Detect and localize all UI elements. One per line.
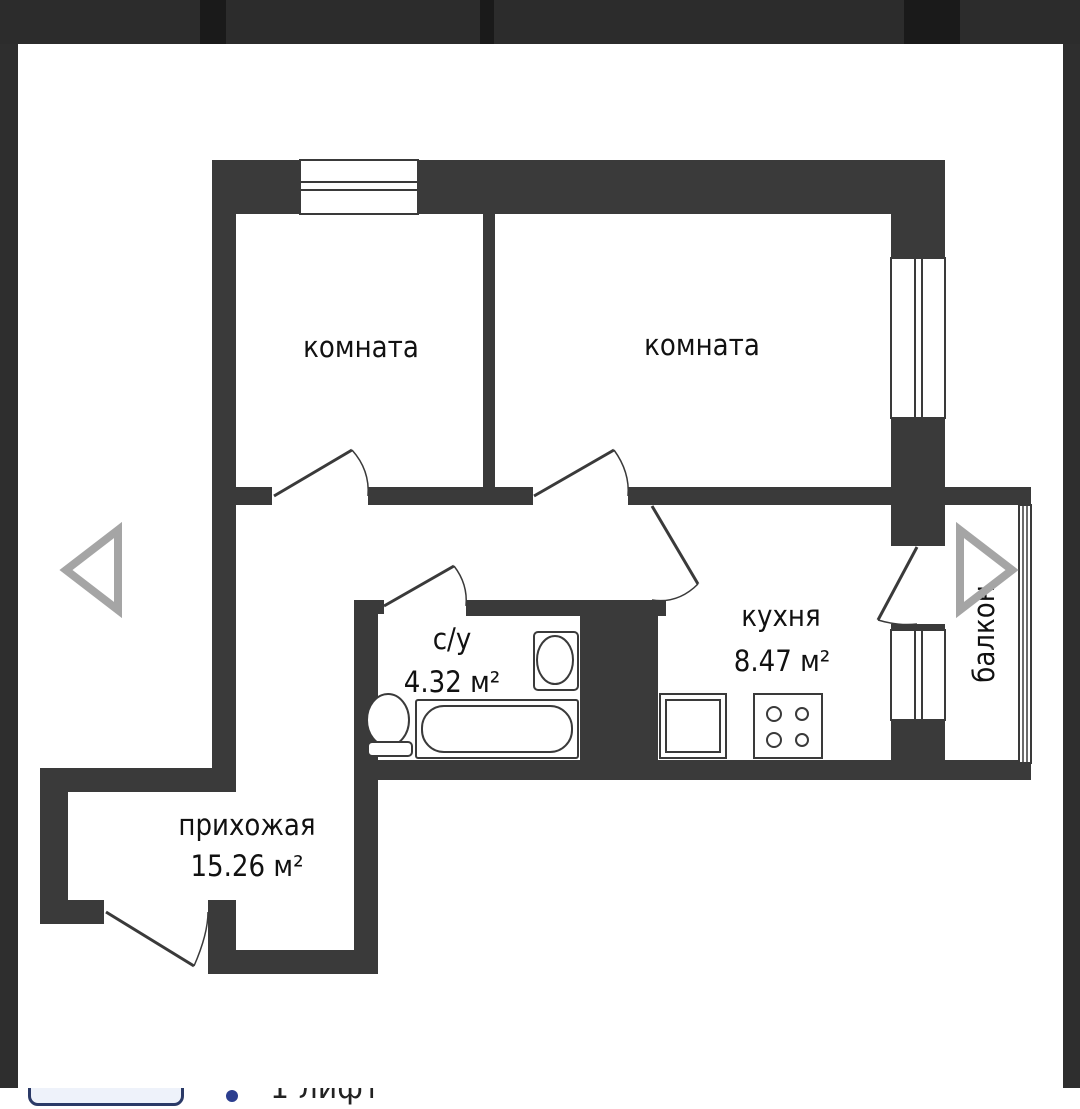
background-peek-text: 1 лифт <box>270 1088 381 1106</box>
room-area: 4.32 м² <box>404 665 501 699</box>
stove-burners <box>766 706 809 748</box>
floor-plan-image: комната комната с/у 4.32 м² кухня 8.47 м… <box>40 159 1032 974</box>
window-right <box>890 257 946 419</box>
background-page-header <box>0 0 1080 44</box>
room-label: кухня <box>741 599 820 633</box>
fixtures <box>366 631 823 759</box>
prev-image-button[interactable] <box>58 522 124 618</box>
room-label: прихожая <box>178 808 315 842</box>
header-divider <box>200 0 226 44</box>
room-label: с/у <box>433 622 472 656</box>
room-area: 8.47 м² <box>734 644 831 678</box>
window-kitchen <box>890 629 946 721</box>
triangle-right-icon <box>956 522 1019 618</box>
background-page-footer: 1 лифт <box>0 1088 1080 1109</box>
room-area: 15.26 м² <box>190 849 303 883</box>
room-label: комната <box>644 328 760 362</box>
floor-plan-viewer: комната комната с/у 4.32 м² кухня 8.47 м… <box>18 44 1063 1088</box>
walls <box>40 160 1031 974</box>
triangle-left-icon <box>59 522 122 618</box>
header-divider <box>480 0 494 44</box>
balcony-railing <box>1018 504 1032 764</box>
room-label: комната <box>303 330 419 364</box>
next-image-button[interactable] <box>954 522 1020 618</box>
window-top <box>299 159 419 215</box>
background-pill-button <box>28 1088 184 1106</box>
header-divider <box>904 0 960 44</box>
doors <box>105 448 919 968</box>
bullet-icon <box>226 1090 238 1102</box>
